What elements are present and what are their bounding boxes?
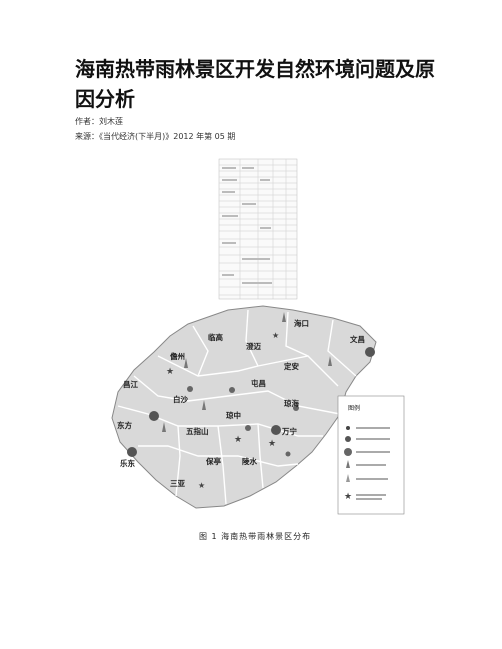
city-label-wenchang: 文昌 (350, 334, 365, 344)
city-label-wuzhishan: 五指山 (186, 426, 209, 436)
svg-text:★: ★ (166, 367, 174, 377)
city-label-ding-an: 定安 (284, 361, 299, 371)
hainan-map: 图例 ★ ★ ★ ★ ★ ★ 海口 文昌 临高 澄迈 儋州 (111, 305, 405, 515)
legend-symbol (345, 436, 351, 442)
city-label-baisha: 白沙 (173, 394, 188, 404)
legend-title: 图例 (348, 404, 360, 412)
city-label-lingshui: 陵水 (242, 456, 257, 466)
svg-text:★: ★ (234, 435, 242, 445)
city-label-sanya: 三亚 (170, 479, 185, 488)
city-label-lingao: 临高 (208, 332, 223, 342)
legend-symbol (344, 448, 352, 456)
svg-text:★: ★ (268, 439, 276, 449)
city-label-dongfang: 东方 (117, 420, 132, 430)
city-label-changjiang: 昌江 (123, 379, 138, 389)
svg-text:★: ★ (198, 481, 205, 490)
data-table-image (218, 158, 298, 300)
figure-caption: 图 1 海南热带雨林景区分布 (199, 532, 312, 541)
city-label-qionghai: 琼海 (284, 398, 299, 408)
legend-labels (356, 427, 390, 500)
legend-symbol: ★ (344, 492, 352, 502)
island-outline (111, 305, 377, 509)
city-label-haikou: 海口 (294, 318, 309, 328)
city-label-baoting: 保亭 (205, 456, 221, 466)
city-label-tunchang: 屯昌 (251, 378, 266, 388)
scenic-markers: ★ ★ ★ ★ ★ (127, 312, 375, 490)
city-label-wanning: 万宁 (281, 426, 297, 436)
article-source: 来源：《当代经济(下半月)》2012 年第 05 期 (75, 132, 236, 141)
city-label-ledong: 乐东 (120, 458, 135, 468)
city-label-chengmai: 澄迈 (246, 341, 261, 351)
legend-symbol (346, 460, 350, 468)
article-author: 作者：刘木莲 (75, 117, 123, 126)
city-label-qiongzhong: 琼中 (226, 410, 241, 420)
county-borders (117, 309, 357, 505)
article-title: 海南热带雨林景区开发自然环境问题及原因分析 (75, 57, 435, 111)
city-label-danzhou: 儋州 (170, 351, 185, 361)
legend-symbol (346, 474, 350, 482)
svg-text:★: ★ (272, 331, 279, 340)
legend-symbol (346, 426, 350, 430)
